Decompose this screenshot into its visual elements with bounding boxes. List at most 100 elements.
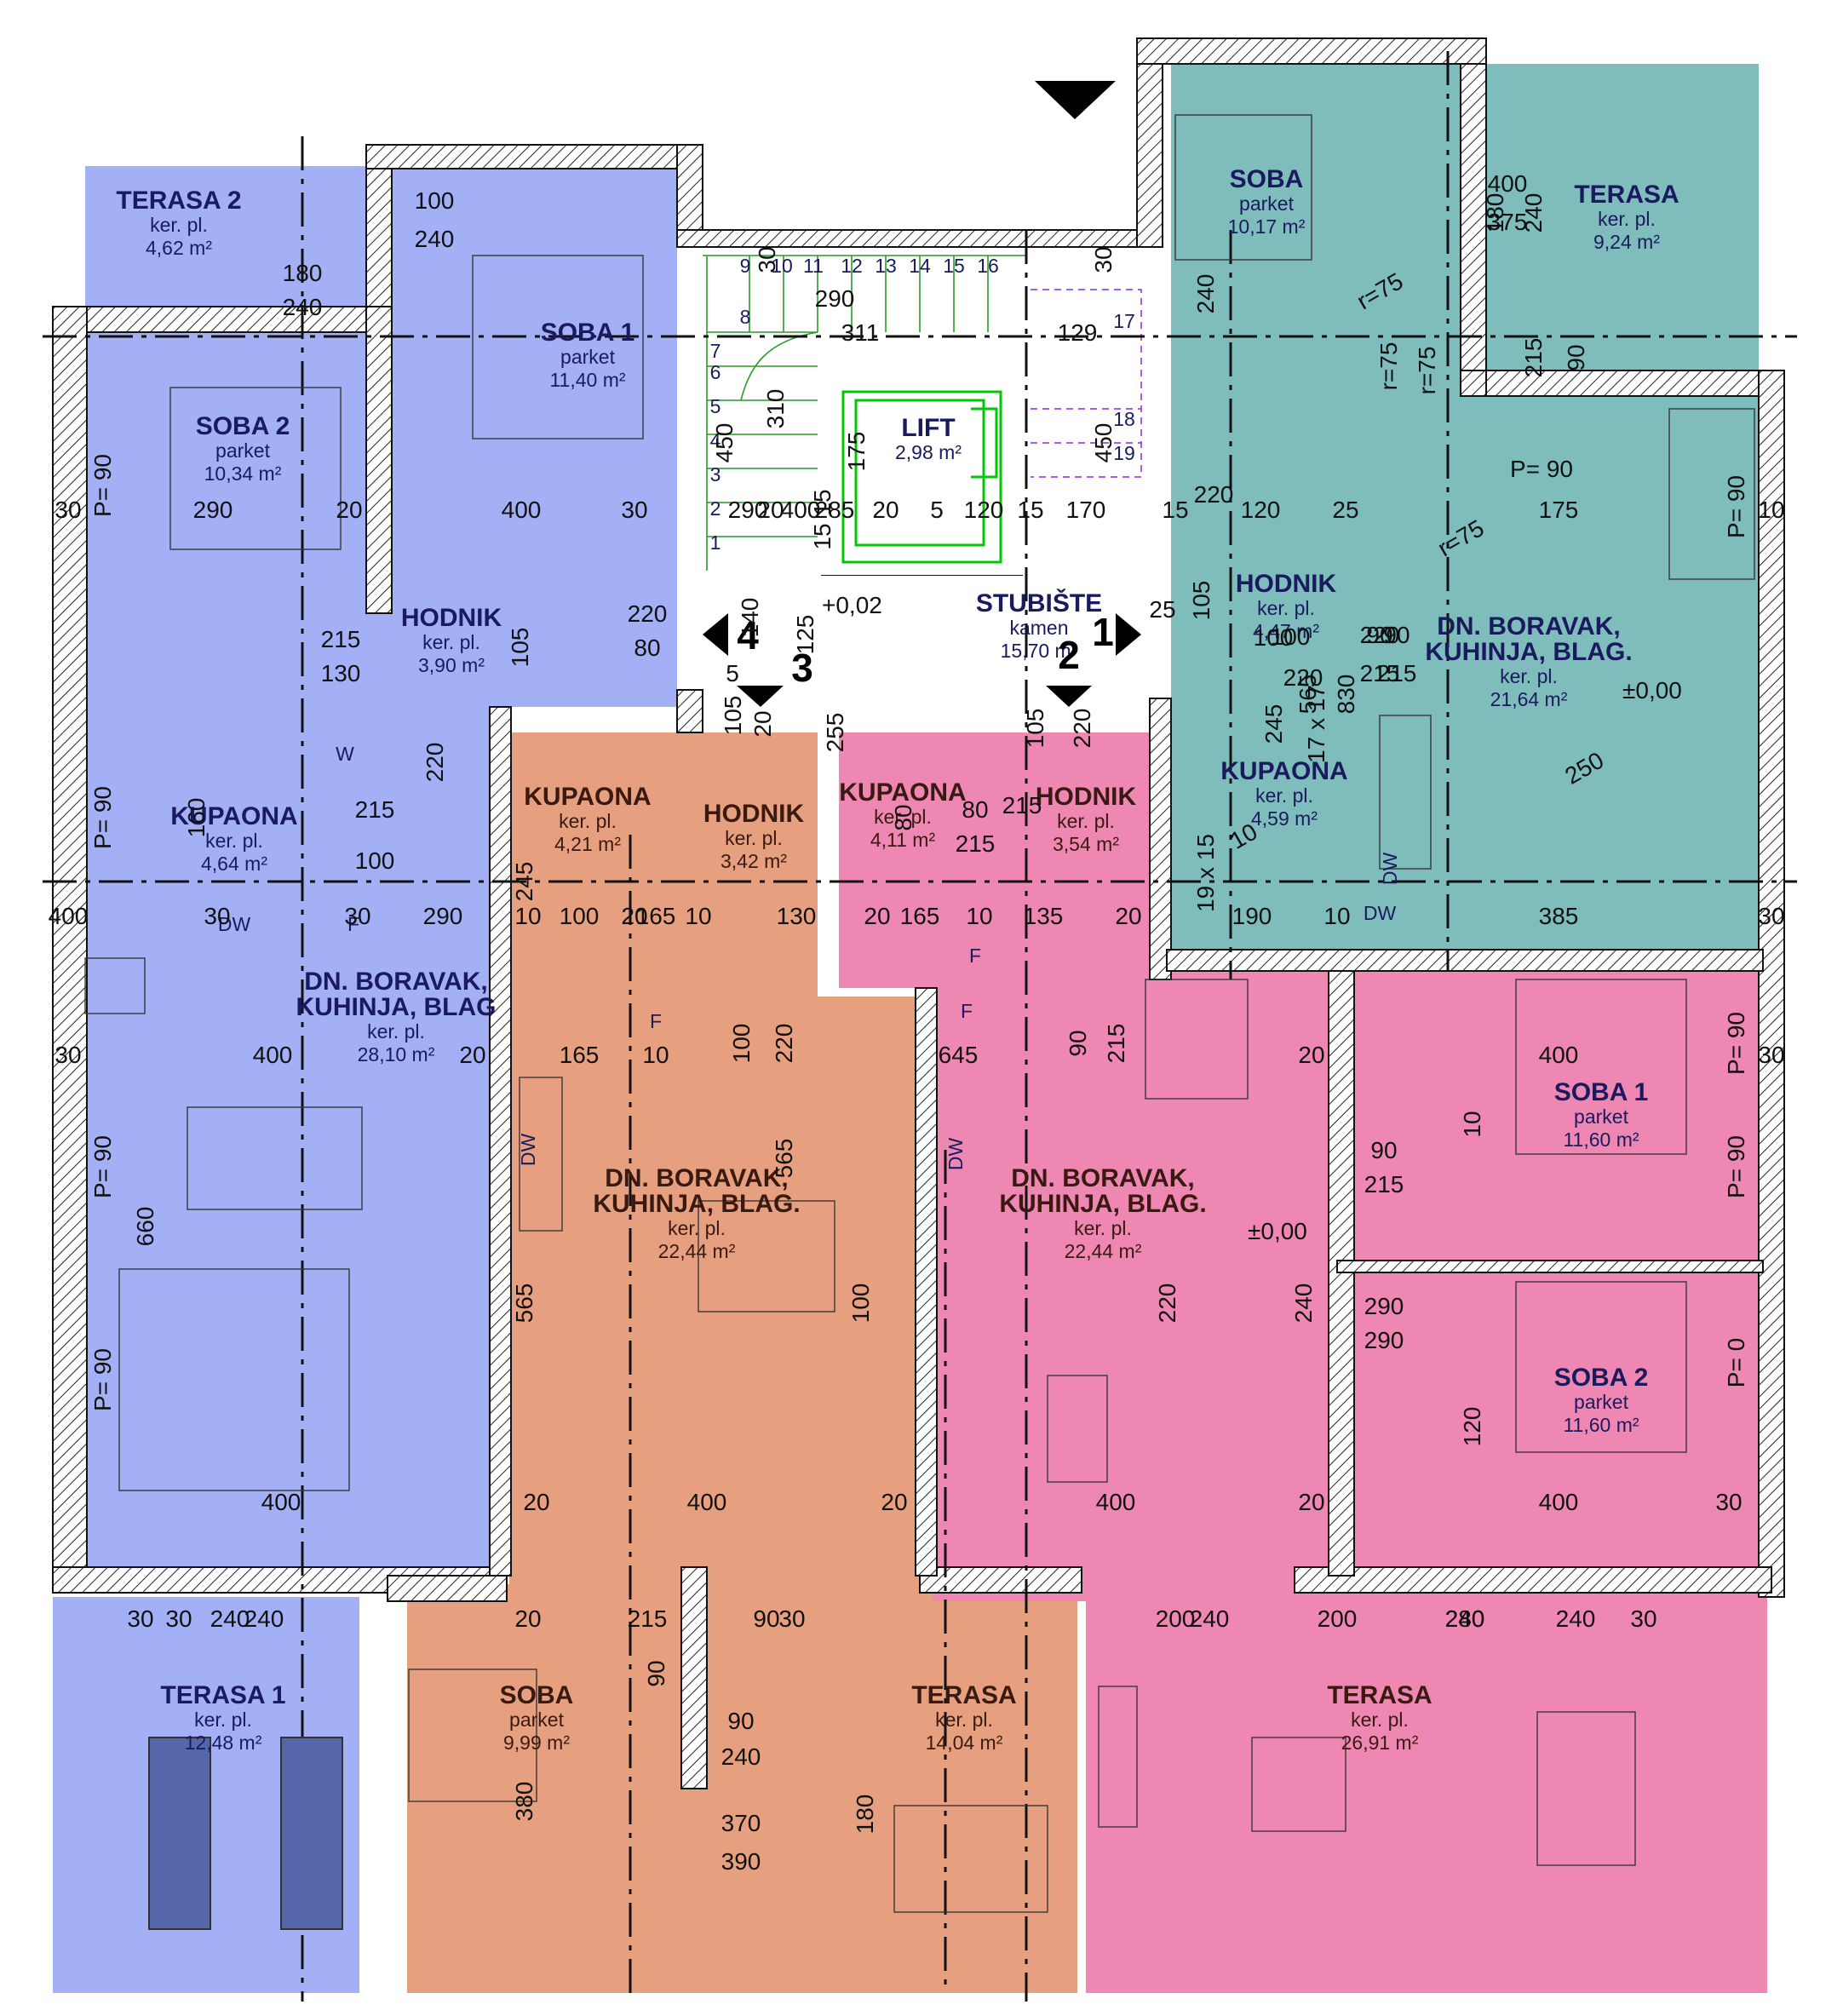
dimension-92: 100 <box>355 847 395 874</box>
dimension-30: 165 <box>900 903 940 929</box>
room-area-blue-kupaona: 4,64 m² <box>201 853 267 875</box>
stair-step-14: 14 <box>909 255 931 277</box>
dimension-152: r=75 <box>1414 347 1440 395</box>
table-pink-terrace <box>1536 1711 1636 1866</box>
dimension-93: 220 <box>422 743 448 783</box>
section-arrow-4 <box>703 613 728 656</box>
room-area-teal-soba: 10,17 m² <box>1228 215 1306 238</box>
room-floor-teal-boravak: ker. pl. <box>1500 665 1558 687</box>
dimension-49: 400 <box>687 1489 727 1515</box>
room-name-orange-terasa: TERASA <box>911 1681 1016 1709</box>
dimension-61: 90 <box>753 1605 779 1632</box>
dimension-1: 290 <box>193 497 233 523</box>
dimension-74: 400 <box>1488 170 1528 197</box>
dimension-58: 240 <box>244 1605 284 1632</box>
dimension-158: 105 <box>1188 581 1214 621</box>
dimension-132: 90 <box>1065 1030 1091 1056</box>
room-area-orange-kupaona: 4,21 m² <box>554 833 621 855</box>
room-floor-orange-boravak: ker. pl. <box>668 1217 726 1239</box>
room-area-pink-terasa: 26,91 m² <box>1341 1732 1419 1754</box>
dimension-52: 20 <box>1298 1489 1324 1515</box>
dimension-81: P= 90 <box>89 1135 116 1198</box>
dimension-163: 215 <box>1360 660 1400 686</box>
dimension-121: 220 <box>1360 622 1400 648</box>
dimension-10: 5 <box>930 497 944 523</box>
dimension-3: 400 <box>502 497 542 523</box>
dimension-164: 245 <box>1260 704 1287 744</box>
unit-teal-fill <box>1171 64 1759 971</box>
unit-orange-fill <box>407 732 1077 1993</box>
dimension-117: 215 <box>1002 792 1042 818</box>
room-floor-orange-hodnik: ker. pl. <box>725 827 783 849</box>
section-marker-3: 3 <box>791 646 813 690</box>
room-floor-pink-hodnik: ker. pl. <box>1057 810 1115 832</box>
dimension-67: 30 <box>1630 1605 1656 1632</box>
dimension-149: 240 <box>1520 193 1547 233</box>
dimension-99: 30 <box>1090 246 1117 273</box>
dimension-59: 20 <box>514 1605 541 1632</box>
dimension-94: 160 <box>183 798 210 838</box>
dimension-57: 240 <box>210 1605 250 1632</box>
dimension-98: 30 <box>754 246 780 273</box>
dimension-105: 15 <box>809 489 835 515</box>
room-name2-teal-boravak: KUHINJA, BLAG. <box>1425 638 1632 666</box>
dimension-138: 10 <box>1459 1111 1485 1137</box>
room-name2-blue-boravak: KUHINJA, BLAG <box>296 993 496 1021</box>
room-area-pink-kupaona: 4,11 m² <box>870 829 936 851</box>
room-floor-orange-soba: parket <box>509 1709 565 1731</box>
room-floor-pink-soba-2: parket <box>1574 1391 1629 1413</box>
dimension-51: 400 <box>1096 1489 1136 1515</box>
dimension-29: 20 <box>864 903 890 929</box>
dimension-64: 240 <box>1190 1605 1230 1632</box>
dimension-43: 645 <box>939 1042 979 1068</box>
dimension-50: 20 <box>881 1489 907 1515</box>
dimension-32: 135 <box>1024 903 1064 929</box>
dimension-2: 20 <box>336 497 362 523</box>
dimension-26: 165 <box>636 903 676 929</box>
room-name-pink-hodnik: HODNIK <box>1036 783 1137 811</box>
dimension-48: 20 <box>523 1489 549 1515</box>
room-area-teal-kupaona: 4,59 m² <box>1251 807 1318 830</box>
room-floor-teal-terasa: ker. pl. <box>1598 208 1656 230</box>
room-area-teal-hodnik: 4,47 m² <box>1253 620 1319 642</box>
dimension-6: 20 <box>757 497 784 523</box>
stair-step-15: 15 <box>943 255 965 277</box>
level-1: ±0,00 <box>1622 677 1682 704</box>
room-name-blue-terasa-2: TERASA 2 <box>116 187 241 215</box>
dimension-0: 30 <box>55 497 81 523</box>
room-floor-blue-terasa-1: ker. pl. <box>194 1709 252 1731</box>
dimension-37: 30 <box>1758 903 1784 929</box>
room-name-orange-boravak: DN. BORAVAK, <box>605 1164 789 1192</box>
dimension-110: 5 <box>726 660 739 686</box>
room-name-pink-terasa: TERASA <box>1327 1681 1432 1709</box>
dimension-19: 400 <box>49 903 89 929</box>
stair-step-1: 1 <box>710 531 721 554</box>
room-name-teal-hodnik: HODNIK <box>1236 570 1337 598</box>
dimension-20: 30 <box>204 903 230 929</box>
appliance-4: F <box>650 1010 662 1032</box>
room-area-pink-boravak: 22,44 m² <box>1065 1240 1142 1262</box>
dimension-140: 240 <box>1290 1284 1317 1324</box>
dimension-116: 80 <box>890 804 916 830</box>
dimension-89: 220 <box>628 600 668 627</box>
stair-step-8: 8 <box>740 306 751 328</box>
appliance-5: DW <box>944 1138 967 1171</box>
dimension-165: 17 x 17 <box>1303 685 1329 763</box>
room-area-orange-boravak: 22,44 m² <box>658 1240 736 1262</box>
room-area-stubiste: 15,70 m² <box>1001 640 1078 662</box>
dimension-21: 30 <box>344 903 370 929</box>
room-floor-orange-kupaona: ker. pl. <box>559 810 617 832</box>
dimension-28: 130 <box>777 903 817 929</box>
room-name-orange-hodnik: HODNIK <box>703 800 805 828</box>
dimension-35: 10 <box>1323 903 1350 929</box>
room-area-blue-terasa-1: 12,48 m² <box>185 1732 262 1754</box>
dimension-68: 280 <box>1445 1605 1485 1632</box>
dimension-33: 20 <box>1115 903 1141 929</box>
dimension-17: 175 <box>1539 497 1579 523</box>
dimension-71: 240 <box>415 226 455 252</box>
dimension-11: 120 <box>964 497 1004 523</box>
dimension-136: 290 <box>1364 1293 1404 1319</box>
room-area-pink-hodnik: 3,54 m² <box>1053 833 1119 855</box>
room-floor-blue-soba-2: parket <box>215 439 271 462</box>
dimension-159: 220 <box>1194 481 1234 508</box>
